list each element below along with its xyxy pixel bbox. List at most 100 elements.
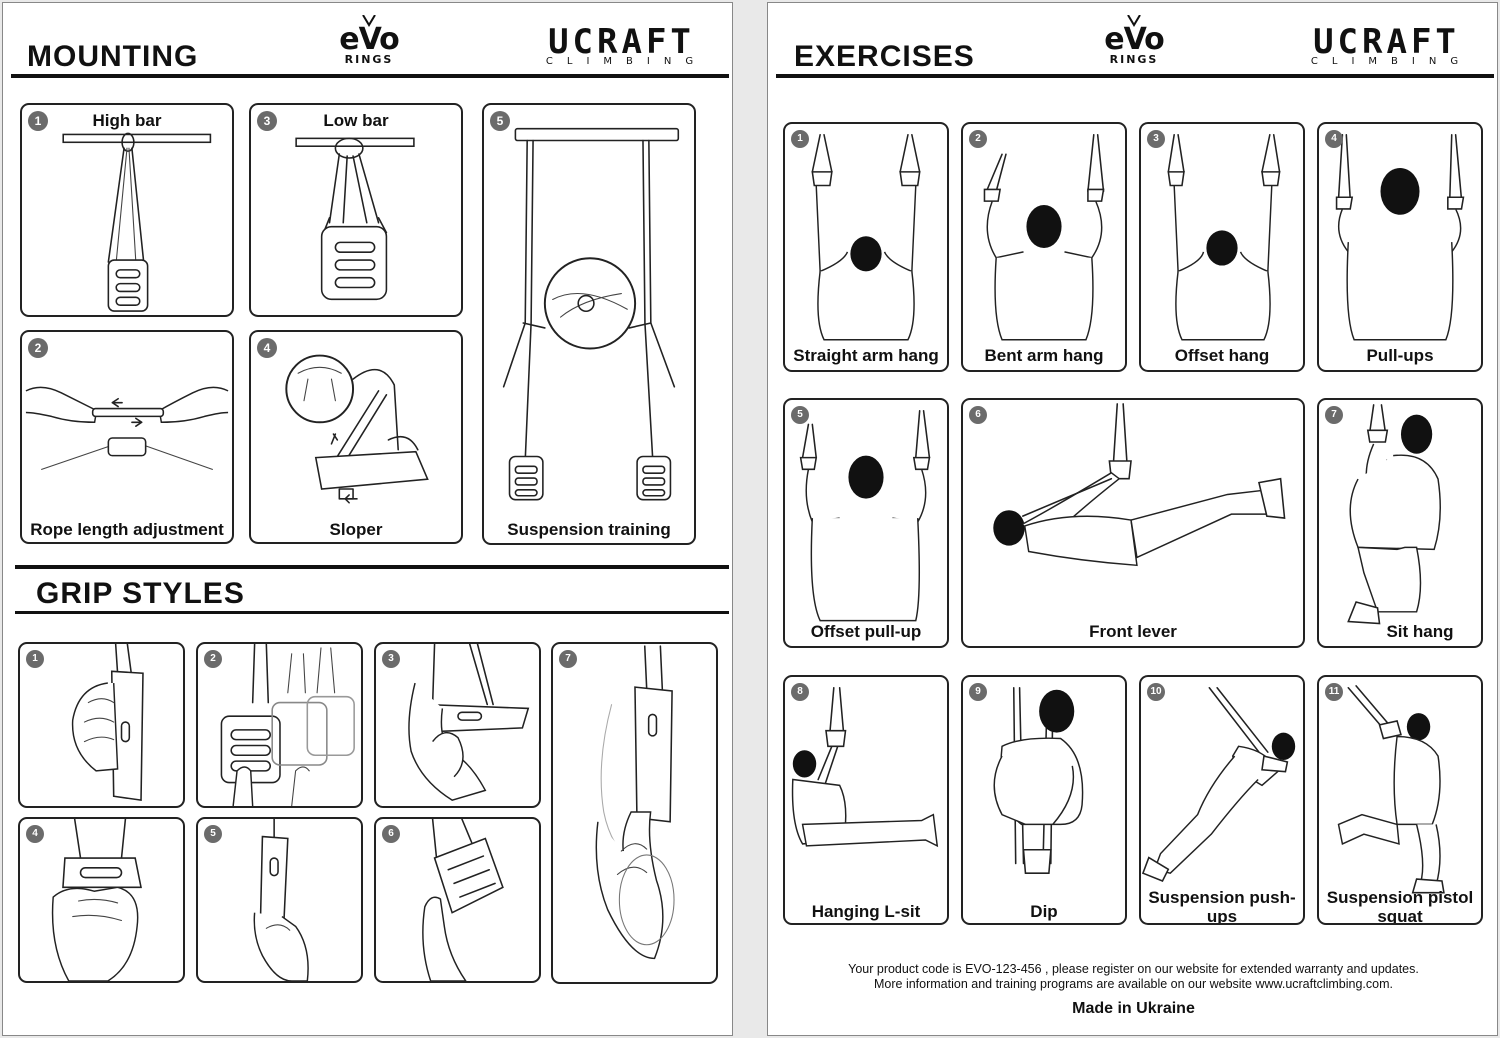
mounting-panel-rope-adjustment: 2 Rope length adjustment [20, 330, 234, 544]
evo-logo-sub: RINGS [344, 53, 394, 66]
ucraft-climbing-logo: UCRAFT CLIMBING [1294, 25, 1479, 67]
offset-hang-illustration [1167, 133, 1281, 341]
bent-arm-hang-illustration [983, 133, 1105, 341]
grip-panel-5: 5 [196, 817, 363, 983]
exercise-panel-9: 9 Dip [961, 675, 1127, 925]
exercise-panel-5: 5 Offset pull-up [783, 398, 949, 648]
exercise-panel-10: 10 Suspension push-ups [1139, 675, 1305, 925]
panel-caption: Sloper [329, 520, 383, 539]
evo-logo-word: eVo [339, 22, 400, 57]
grip-badge: 1 [26, 650, 44, 668]
suspension-illustration [502, 127, 680, 501]
step-badge: 4 [257, 338, 277, 358]
panel-caption: Suspension push-ups [1148, 888, 1296, 925]
footer-registration-text: Your product code is EVO-123-456 , pleas… [848, 962, 1419, 976]
grip-rule-bottom [15, 611, 729, 614]
evo-logo-word: eVo [1104, 22, 1165, 57]
grip-styles-title: GRIP STYLES [36, 577, 245, 610]
exercise-panel-4: 4 Pull-ups [1317, 122, 1483, 372]
step-badge: 5 [490, 111, 510, 131]
step-badge: 3 [257, 111, 277, 131]
panel-caption: Dip [1030, 902, 1058, 921]
grip-panel-7: 7 [551, 642, 718, 984]
exercise-badge: 8 [791, 683, 809, 701]
panel-caption: Offset pull-up [810, 622, 922, 641]
grip-3-illustration [408, 644, 530, 801]
grip-panel-3: 3 [374, 642, 541, 808]
exercise-badge: 7 [1325, 406, 1343, 424]
dip-illustration [993, 686, 1084, 874]
exercise-badge: 10 [1147, 683, 1165, 701]
evo-rings-logo: eVo RINGS [331, 15, 407, 66]
panel-caption: Suspension training [507, 520, 671, 539]
grip-badge: 5 [204, 825, 222, 843]
panel-caption: Rope length adjustment [30, 520, 224, 539]
exercise-badge: 9 [969, 683, 987, 701]
grip-panel-6: 6 [374, 817, 541, 983]
exercise-badge: 5 [791, 406, 809, 424]
evo-logo-sub: RINGS [1109, 53, 1159, 66]
suspension-pistol-squat-illustration [1337, 685, 1445, 894]
footer-info-text: More information and training programs a… [874, 977, 1393, 991]
grip-rule-top [15, 565, 729, 569]
exercise-panel-6: 6 Front lever [961, 398, 1305, 648]
exercise-panel-1: 1 Straight arm hang [783, 122, 949, 372]
grip-badge: 4 [26, 825, 44, 843]
grip-panel-4: 4 [18, 817, 185, 983]
grip-badge: 2 [204, 650, 222, 668]
made-in-text: Made in Ukraine [1072, 1000, 1195, 1017]
mounting-panel-high-bar: 1 High bar [20, 103, 234, 317]
exercise-panel-11: 11 Suspension pistol squat [1317, 675, 1483, 925]
exercise-badge: 1 [791, 130, 809, 148]
exercises-rule [776, 74, 1494, 78]
suspension-push-ups-illustration [1141, 686, 1296, 882]
mounting-panel-low-bar: 3 Low bar [249, 103, 463, 317]
panel-caption: Offset hang [1174, 346, 1270, 365]
ucraft-climbing-logo: UCRAFT CLIMBING [529, 25, 714, 67]
grip-badge: 3 [382, 650, 400, 668]
pull-ups-illustration [1335, 133, 1465, 341]
mounting-title: MOUNTING [27, 40, 199, 73]
panel-caption: Pull-ups [1366, 346, 1434, 365]
left-page: MOUNTING eVo RINGS UCRAFT CLIMBING 1 Hig… [2, 2, 733, 1036]
grip-4-illustration [51, 819, 142, 981]
right-page: EXERCISES eVo RINGS UCRAFT CLIMBING 1 St… [767, 2, 1498, 1036]
evo-rings-logo: eVo RINGS [1096, 15, 1172, 66]
grip-badge: 7 [559, 650, 577, 668]
ucraft-logo-sub: CLIMBING [545, 56, 708, 67]
exercises-title: EXERCISES [794, 40, 975, 73]
step-badge: 2 [28, 338, 48, 358]
grip-panel-1: 1 [18, 642, 185, 808]
panel-caption: Straight arm hang [793, 346, 939, 365]
exercise-panel-7: 7 Sit hang [1317, 398, 1483, 648]
exercise-panel-2: 2 Bent arm hang [961, 122, 1127, 372]
exercise-badge: 11 [1325, 683, 1343, 701]
grip-badge: 6 [382, 825, 400, 843]
ucraft-logo-sub: CLIMBING [1310, 56, 1473, 67]
grip-panel-2: 2 [196, 642, 363, 808]
ucraft-logo-word: UCRAFT [548, 22, 695, 62]
hanging-l-sit-illustration [791, 686, 939, 848]
mounting-panel-sloper: 4 Sloper [249, 330, 463, 544]
grip-6-illustration [422, 819, 504, 981]
panel-caption: Bent arm hang [984, 346, 1104, 365]
high-bar-illustration [62, 132, 212, 312]
low-bar-illustration [295, 137, 415, 301]
front-lever-illustration [993, 403, 1286, 567]
offset-pull-up-illustration [799, 409, 931, 622]
panel-caption: Front lever [1089, 622, 1177, 641]
step-badge: 1 [28, 111, 48, 131]
panel-caption: Low bar [323, 111, 389, 130]
rope-adjustment-illustration [25, 386, 229, 470]
grip-2-illustration [220, 644, 355, 806]
straight-arm-hang-illustration [811, 133, 921, 341]
exercise-panel-3: 3 Offset hang [1139, 122, 1305, 372]
exercise-badge: 4 [1325, 130, 1343, 148]
grip-7-illustration [595, 645, 675, 960]
sit-hang-illustration [1347, 404, 1441, 625]
exercise-badge: 6 [969, 406, 987, 424]
sloper-illustration [285, 354, 429, 504]
grip-5-illustration [253, 819, 309, 981]
exercise-badge: 2 [969, 130, 987, 148]
grip-1-illustration [71, 644, 144, 802]
